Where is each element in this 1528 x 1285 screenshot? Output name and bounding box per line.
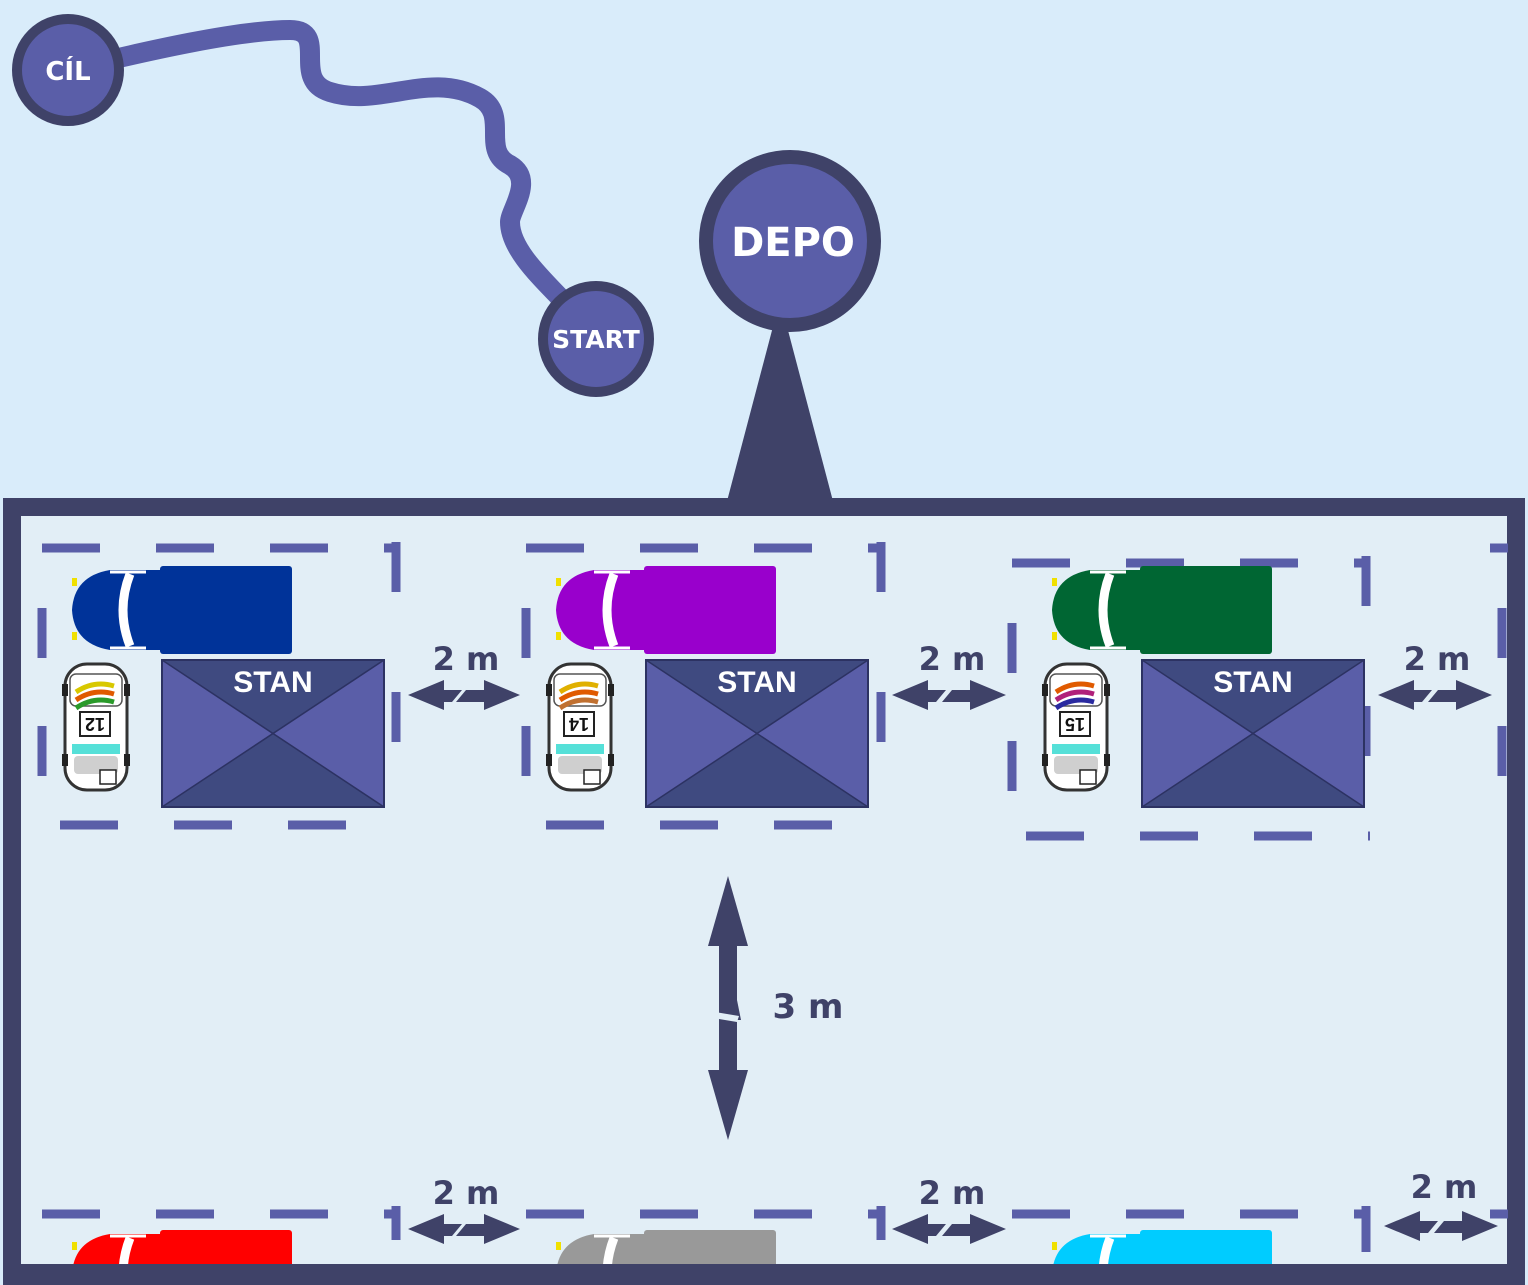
gap-arrow-bottom-2: 2 m <box>892 1174 1006 1244</box>
truck <box>1052 1230 1272 1267</box>
team-unit-top-2: STAN 14 <box>546 566 869 808</box>
team-unit-bottom-2 <box>556 1230 776 1267</box>
car-number: 12 <box>85 714 105 734</box>
tent-label: STAN <box>233 666 312 699</box>
gap-label: 2 m <box>919 640 986 678</box>
gap-arrow-top-3: 2 m <box>1378 640 1492 710</box>
depot-pin-stem <box>726 300 834 505</box>
gap-label: 2 m <box>1411 1168 1478 1206</box>
parcel-bottom-3 <box>1012 1206 1508 1252</box>
rally-car: 14 <box>546 662 614 792</box>
gap-arrow-bottom-1: 2 m <box>408 1174 520 1244</box>
truck-cab <box>556 1234 644 1267</box>
tent: STAN <box>1141 659 1365 808</box>
paddock-frame-bottom <box>3 1264 1525 1285</box>
parcel-top-4 <box>1490 543 1508 782</box>
rally-car: 15 <box>1042 662 1110 792</box>
car-number: 14 <box>569 714 589 734</box>
parcel-top-2 <box>521 542 886 830</box>
depot-pin: DEPO <box>699 150 881 505</box>
gap-arrow-top-1: 2 m <box>408 640 520 710</box>
gap-label: 2 m <box>1404 640 1471 678</box>
finish-label: CÍL <box>45 55 90 87</box>
aisle-arrow: 3 m <box>708 876 843 1140</box>
depot-label: DEPO <box>731 220 855 266</box>
gap-arrow-top-2: 2 m <box>892 640 1006 710</box>
truck-cargo <box>644 566 776 654</box>
tent-label: STAN <box>1213 666 1292 699</box>
gap-label: 2 m <box>433 1174 500 1212</box>
truck <box>556 1230 776 1267</box>
tent-label: STAN <box>717 666 796 699</box>
start-label: START <box>552 325 640 354</box>
team-unit-bottom-1 <box>72 1230 292 1267</box>
parcel-bottom-2 <box>526 1206 886 1240</box>
truck <box>72 1230 292 1267</box>
team-unit-bottom-3 <box>1052 1230 1272 1267</box>
truck-cab <box>1052 1234 1140 1267</box>
truck-cargo <box>1140 566 1272 654</box>
truck-cab <box>556 570 644 650</box>
truck <box>556 566 776 654</box>
team-unit-top-1: STAN 12 <box>62 566 385 808</box>
parcel-bottom-1 <box>42 1206 401 1240</box>
tent: STAN <box>161 659 385 808</box>
gap-arrow-bottom-3: 2 m <box>1384 1168 1498 1241</box>
truck-cargo <box>160 1230 292 1267</box>
gap-label: 2 m <box>433 640 500 678</box>
truck-cab <box>72 570 160 650</box>
team-unit-top-3: STAN 15 <box>1042 566 1365 808</box>
start-node: START <box>538 281 654 397</box>
car-number: 15 <box>1065 714 1085 734</box>
truck <box>72 566 292 654</box>
gap-label: 2 m <box>919 1174 986 1212</box>
truck <box>1052 566 1272 654</box>
parcel-top-3 <box>1007 556 1371 841</box>
parcel-top-1 <box>37 542 401 830</box>
truck-cab <box>1052 570 1140 650</box>
truck-cargo <box>160 566 292 654</box>
truck-cargo <box>1140 1230 1272 1267</box>
rally-car: 12 <box>62 662 130 792</box>
aisle-label: 3 m <box>773 987 844 1027</box>
truck-cab <box>72 1234 160 1267</box>
finish-node: CÍL <box>12 14 124 126</box>
truck-cargo <box>644 1230 776 1267</box>
route-path <box>58 20 602 345</box>
tent: STAN <box>645 659 869 808</box>
